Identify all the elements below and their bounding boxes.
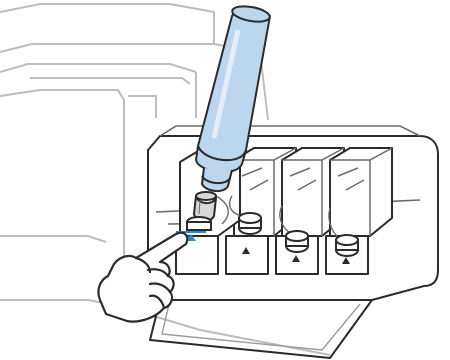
tank-lower-cover: [150, 300, 372, 358]
tank-4-body: [330, 148, 392, 236]
tank-1-filling-port: [187, 217, 211, 230]
